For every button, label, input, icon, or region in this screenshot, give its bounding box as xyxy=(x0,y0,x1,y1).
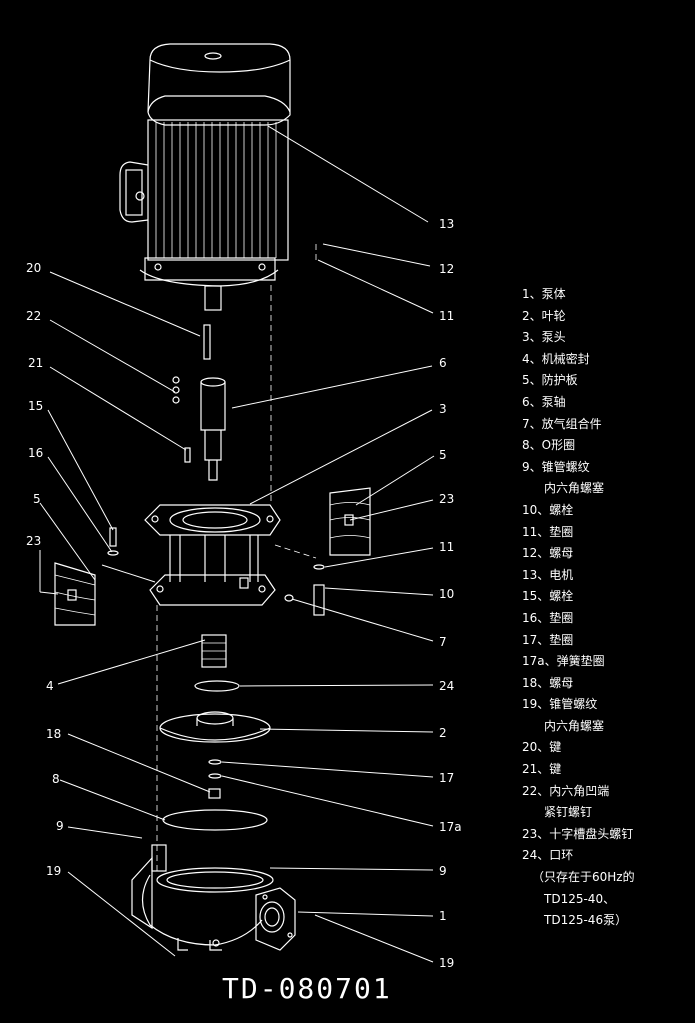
legend-item: 5、防护板 xyxy=(522,373,578,388)
motor-part xyxy=(119,43,291,311)
legend-item: 10、螺栓 xyxy=(522,502,574,517)
pump-body-part xyxy=(131,844,296,951)
legend-item: 2、叶轮 xyxy=(522,308,566,323)
callout-9: 9 xyxy=(56,819,64,833)
legend-item: 内六角螺塞 xyxy=(544,481,605,496)
legend-item: 8、O形圈 xyxy=(522,438,576,453)
callout-12: 12 xyxy=(439,262,454,276)
guard-plate-part xyxy=(329,487,371,556)
legend-item: 1、泵体 xyxy=(522,287,566,301)
callout-17a: 17a xyxy=(439,820,462,834)
drawing-number: TD-080701 xyxy=(222,972,392,1005)
callout-15: 15 xyxy=(28,399,43,413)
legend-item: 13、电机 xyxy=(522,567,574,582)
legend-item: TD125-46泵） xyxy=(544,913,628,928)
legend-item: 9、锥管螺纹 xyxy=(522,459,590,474)
legend-item: 3、泵头 xyxy=(522,330,566,345)
guard-plate-part xyxy=(54,562,96,626)
legend-item: 内六角螺塞 xyxy=(544,718,605,733)
callout-6: 6 xyxy=(439,356,447,370)
legend-item: 6、泵轴 xyxy=(522,394,566,409)
legend-item: 17、垫圈 xyxy=(522,632,574,647)
legend-item: 16、垫圈 xyxy=(522,610,574,625)
legend-item: （只存在于60Hz的 xyxy=(532,870,635,885)
callout-13: 13 xyxy=(439,217,454,231)
callout-10: 10 xyxy=(439,587,454,601)
legend-item: 24、口环 xyxy=(522,848,574,863)
parts-legend: 1、泵体 2、叶轮 3、泵头 4、机械密封 5、防护板 6、泵轴 7、放气组合件… xyxy=(522,284,692,932)
callout-23: 23 xyxy=(439,492,454,506)
shaft-part xyxy=(200,377,226,481)
key-part xyxy=(203,324,211,360)
legend-item: 20、键 xyxy=(522,740,562,755)
callout-24: 24 xyxy=(439,679,454,693)
callout-8: 8 xyxy=(52,772,60,786)
legend-item: 7、放气组合件 xyxy=(522,416,602,431)
callout-17: 17 xyxy=(439,771,454,785)
legend-item: 18、螺母 xyxy=(522,675,574,690)
callout-11: 11 xyxy=(439,540,454,554)
pump-head-part xyxy=(144,504,281,606)
callout-23: 23 xyxy=(26,534,41,548)
callout-1: 1 xyxy=(439,909,447,923)
callout-19: 19 xyxy=(439,956,454,970)
callout-5: 5 xyxy=(33,492,41,506)
callout-19: 19 xyxy=(46,864,61,878)
callout-4: 4 xyxy=(46,679,54,693)
callout-5: 5 xyxy=(439,448,447,462)
callout-21: 21 xyxy=(28,356,43,370)
legend-item: 22、内六角凹端 xyxy=(522,783,610,798)
callout-18: 18 xyxy=(46,727,61,741)
impeller-part xyxy=(159,711,271,743)
legend-item: TD125-40、 xyxy=(544,891,616,906)
key-part xyxy=(184,447,191,463)
callout-9: 9 xyxy=(439,864,447,878)
legend-item: 15、螺栓 xyxy=(522,589,574,604)
legend-item: 4、机械密封 xyxy=(522,351,590,366)
callout-16: 16 xyxy=(28,446,43,460)
callout-2: 2 xyxy=(439,726,447,740)
mechanical-seal-part xyxy=(201,634,227,668)
legend-item: 17a、弹簧垫圈 xyxy=(522,654,605,669)
callout-7: 7 xyxy=(439,635,447,649)
legend-item: 12、螺母 xyxy=(522,546,574,561)
legend-item: 11、垫圈 xyxy=(522,524,574,539)
callout-20: 20 xyxy=(26,261,41,275)
callout-22: 22 xyxy=(26,309,41,323)
callout-11: 11 xyxy=(439,309,454,323)
callout-3: 3 xyxy=(439,402,447,416)
legend-item: 21、键 xyxy=(522,762,562,777)
legend-item: 紧钉螺钉 xyxy=(544,805,593,820)
legend-item: 19、锥管螺纹 xyxy=(522,697,598,712)
legend-item: 23、十字槽盘头螺钉 xyxy=(522,826,634,841)
